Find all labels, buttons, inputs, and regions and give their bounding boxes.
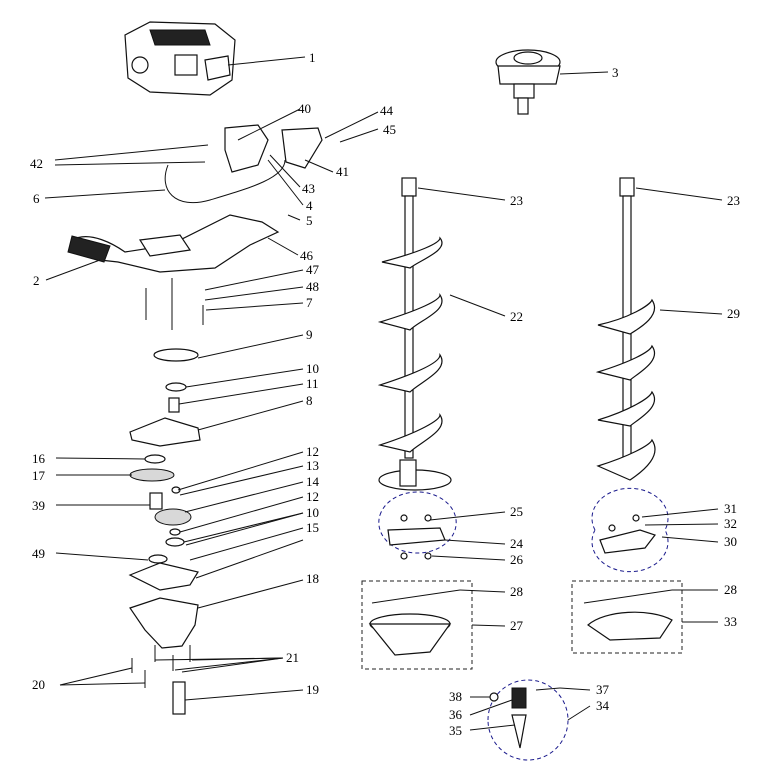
leader-lines: [44, 56, 723, 731]
callout-44: 44: [380, 103, 394, 118]
callout-43: 43: [302, 181, 315, 196]
callout-9: 9: [306, 327, 313, 342]
callout-45: 45: [383, 122, 396, 137]
callout-25: 25: [510, 504, 523, 519]
callout-27: 27: [510, 618, 524, 633]
callout-21: 21: [286, 650, 299, 665]
callout-12b: 12: [306, 489, 319, 504]
callout-11: 11: [306, 376, 319, 391]
callout-46: 46: [300, 248, 314, 263]
callout-17: 17: [32, 468, 46, 483]
callout-13: 13: [306, 458, 319, 473]
callout-30: 30: [724, 534, 737, 549]
handlebar-part: [67, 214, 280, 273]
callout-42: 42: [30, 156, 43, 171]
blade-detail-30: [591, 487, 669, 573]
base-bolts-part: [131, 645, 191, 688]
gearbox-head-part: [495, 49, 561, 115]
callout-26: 26: [510, 552, 524, 567]
callout-6: 6: [33, 191, 40, 206]
callout-47: 47: [306, 262, 320, 277]
callout-23b: 23: [727, 193, 740, 208]
callout-1: 1: [309, 50, 316, 65]
callout-49: 49: [32, 546, 45, 561]
callout-38: 38: [449, 689, 462, 704]
callout-19: 19: [306, 682, 319, 697]
callout-22: 22: [510, 309, 523, 324]
callout-14: 14: [306, 474, 320, 489]
throttle-cable-part: [164, 159, 286, 204]
callout-29: 29: [727, 306, 740, 321]
callout-4: 4: [306, 198, 313, 213]
callout-7: 7: [306, 295, 313, 310]
callout-48: 48: [306, 279, 319, 294]
callout-8: 8: [306, 393, 313, 408]
auger-29-part: [595, 177, 656, 481]
callout-10a: 10: [306, 361, 319, 376]
callout-31: 31: [724, 501, 737, 516]
callout-39: 39: [32, 498, 45, 513]
callout-33: 33: [724, 614, 737, 629]
callout-16: 16: [32, 451, 46, 466]
callout-18: 18: [306, 571, 319, 586]
callout-28a: 28: [510, 584, 523, 599]
callout-20: 20: [32, 677, 45, 692]
engine-part: [124, 21, 236, 96]
callout-2: 2: [33, 273, 40, 288]
callout-32: 32: [724, 516, 737, 531]
point-detail-34: [487, 679, 569, 761]
callout-5: 5: [306, 213, 313, 228]
callout-10b: 10: [306, 505, 319, 520]
auger-22-part: [377, 177, 452, 491]
callout-23a: 23: [510, 193, 523, 208]
callout-3: 3: [612, 65, 619, 80]
callout-34: 34: [596, 698, 610, 713]
callout-41: 41: [336, 164, 349, 179]
callout-37: 37: [596, 682, 610, 697]
blade-detail-24: [378, 491, 457, 560]
callout-15: 15: [306, 520, 319, 535]
callout-labels: 1 3 40 44 45 42 41 43 6 4 5 46 2 47 48 7…: [30, 50, 740, 738]
callout-40: 40: [298, 101, 311, 116]
callout-28b: 28: [724, 582, 737, 597]
callout-12a: 12: [306, 444, 319, 459]
callout-24: 24: [510, 536, 524, 551]
handle-bracket-part: [224, 124, 323, 173]
mounting-bolts-part: [145, 278, 204, 330]
cutter-head-33-box: [571, 580, 683, 654]
gear-stack-part: [128, 348, 201, 715]
callout-36: 36: [449, 707, 463, 722]
cutter-head-27-box: [361, 580, 473, 670]
callout-35: 35: [449, 723, 462, 738]
